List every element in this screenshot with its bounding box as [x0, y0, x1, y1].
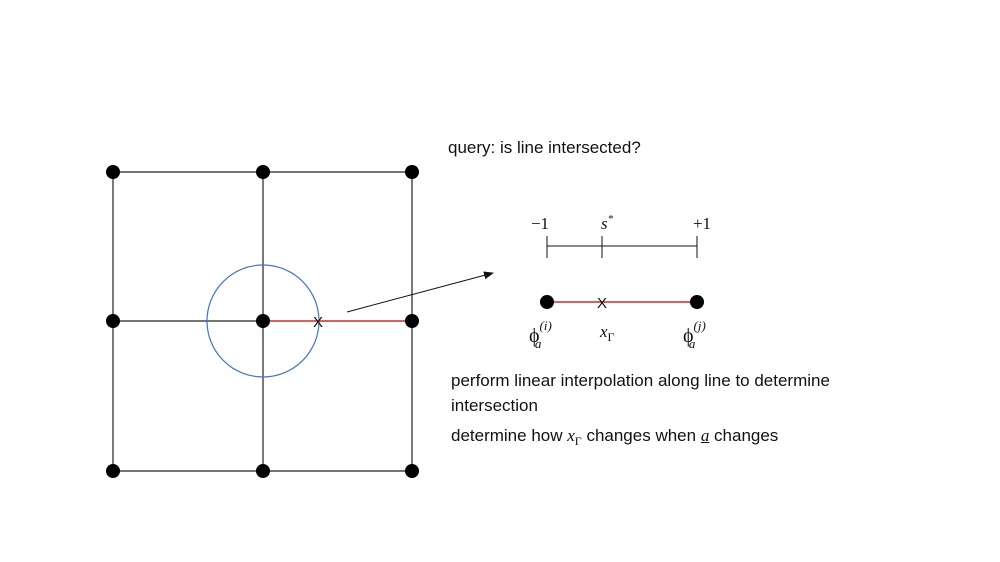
- grid-node: [106, 314, 120, 328]
- scale-label-mid: s*: [601, 213, 614, 233]
- grid-node: [405, 464, 419, 478]
- grid-node: [256, 165, 270, 179]
- note-sensitivity-suffix: changes: [709, 426, 779, 445]
- grid-node: [256, 464, 270, 478]
- zoom-node-right: [690, 295, 704, 309]
- label-phi-i: ϕ(i)a: [529, 318, 552, 351]
- label-phi-j: ϕ(j)a: [683, 318, 706, 351]
- note-x-symbol: x: [567, 426, 575, 445]
- note-a-symbol: a: [700, 426, 710, 445]
- grid-node: [106, 464, 120, 478]
- grid-node: [256, 314, 270, 328]
- scale-label-right: +1: [693, 214, 711, 233]
- scale-label-left: −1: [531, 214, 549, 233]
- label-x-gamma: xΓ: [599, 322, 615, 344]
- note-sensitivity: determine how xΓ changes when a changes: [451, 426, 779, 448]
- note-sensitivity-prefix: determine how: [451, 426, 568, 445]
- grid-node: [405, 314, 419, 328]
- zoom-arrow: [346, 271, 494, 313]
- interface-circle: [206, 264, 320, 378]
- note-sensitivity-mid: changes when: [581, 426, 701, 445]
- note-interpolation: perform linear interpolation along line …: [451, 371, 830, 415]
- grid-intersection-mark: X: [313, 314, 323, 331]
- zoom-node-left: [540, 295, 554, 309]
- query-text: query: is line intersected?: [448, 138, 641, 157]
- zoom-intersection-mark: X: [597, 295, 607, 312]
- grid-node: [106, 165, 120, 179]
- note-gamma-subscript: Γ: [574, 434, 582, 448]
- grid-nodes: [106, 165, 419, 478]
- grid-node: [405, 165, 419, 179]
- parametric-scale: [546, 236, 698, 258]
